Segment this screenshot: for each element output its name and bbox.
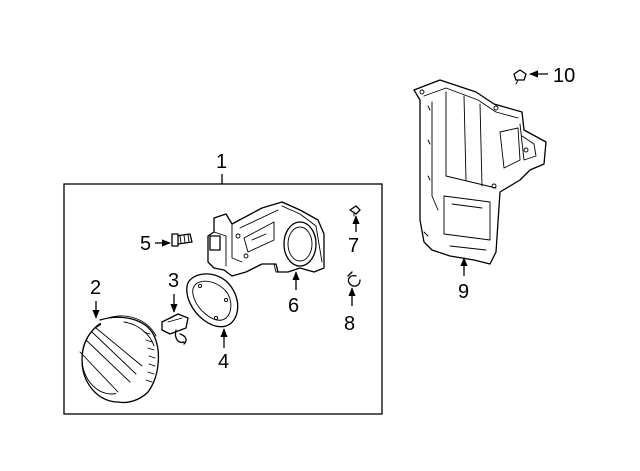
callout-1: 1 (216, 151, 227, 173)
spring-nut (347, 271, 361, 287)
push-clip (349, 205, 361, 217)
callout-3: 3 (168, 270, 179, 292)
callout-8: 8 (344, 313, 355, 335)
callout-10: 10 (553, 65, 575, 87)
callout-6: 6 (288, 295, 299, 317)
callout-9: 9 (458, 281, 469, 303)
callout-4: 4 (218, 351, 229, 373)
panel-screw (513, 69, 527, 85)
headlamp-lens (79, 315, 160, 404)
retaining-clip (161, 313, 189, 345)
callout-2: 2 (90, 277, 101, 299)
gasket-ring (186, 273, 239, 328)
callout-7: 7 (348, 235, 359, 257)
callout-5: 5 (140, 233, 151, 255)
headlamp-housing (207, 201, 325, 277)
splash-shield (413, 79, 547, 265)
adjusting-screw (171, 233, 193, 247)
assembly-box (63, 183, 383, 415)
